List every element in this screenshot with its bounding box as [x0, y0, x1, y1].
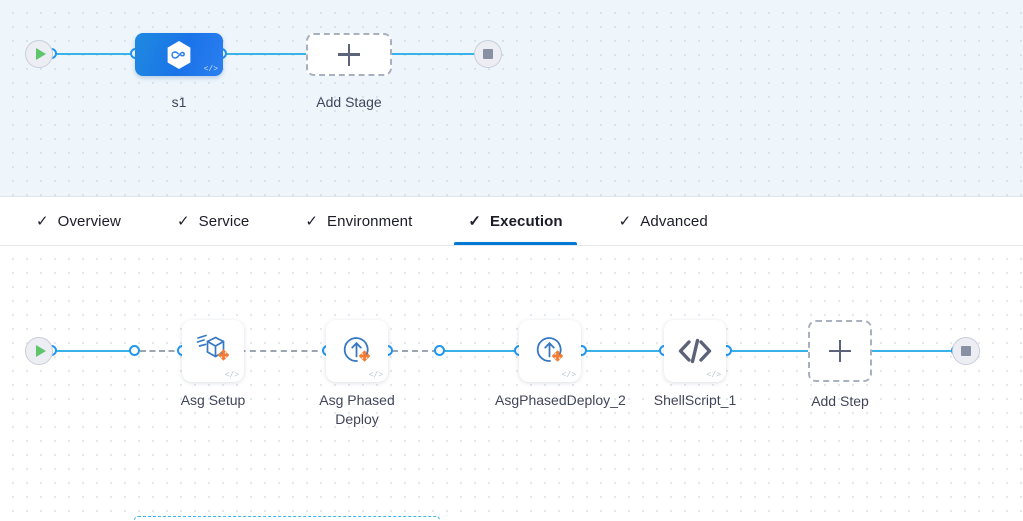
harness-hexagon-infinity-icon	[167, 40, 191, 69]
tab-environment[interactable]: ✓ Environment	[291, 197, 426, 245]
step-label-asg-setup: Asg Setup	[180, 392, 246, 408]
add-stage-label: Add Stage	[316, 94, 382, 110]
step-node-asg-setup[interactable]: </>	[182, 320, 244, 382]
add-step-button[interactable]	[808, 320, 872, 382]
step-node-asg-phased-deploy-2[interactable]: </>	[519, 320, 581, 382]
step-label-asg-phased-deploy-2: AsgPhasedDeploy_2	[495, 392, 626, 408]
port-group-out[interactable]	[434, 345, 445, 356]
execution-end-node[interactable]	[952, 337, 980, 365]
asg-phased-deploy-icon	[536, 337, 564, 362]
execution-start-node[interactable]	[25, 337, 53, 365]
stage-node-s1[interactable]: </>	[135, 33, 223, 76]
edge-group-in-to-step1	[140, 350, 184, 352]
pipeline-end-node[interactable]	[474, 40, 502, 68]
code-brackets-icon	[678, 338, 712, 364]
tab-execution[interactable]: ✓ Execution	[454, 197, 577, 245]
check-icon: ✓	[36, 212, 49, 230]
step-group-canary-deployment[interactable]: Canary Deployment	[134, 516, 440, 521]
step-code-badge: </>	[561, 371, 576, 380]
stage-tab-bar[interactable]: ✓ Overview ✓ Service ✓ Environment ✓ Exe…	[0, 196, 1023, 246]
tab-advanced[interactable]: ✓ Advanced	[605, 197, 722, 245]
stage-label: s1	[171, 94, 187, 110]
edge-step1-to-step2	[188, 350, 328, 352]
check-icon: ✓	[305, 212, 319, 230]
edge-add-to-end	[390, 53, 484, 55]
edge-stage-to-add	[216, 53, 308, 55]
stage-code-badge: </>	[203, 65, 218, 74]
stop-icon	[483, 49, 493, 59]
pipeline-start-node[interactable]	[25, 40, 53, 68]
tab-label: Overview	[57, 212, 121, 230]
edge-step3-to-step4	[586, 350, 668, 352]
play-icon	[35, 48, 46, 60]
tab-service[interactable]: ✓ Service	[163, 197, 263, 245]
edge-start-to-stage	[50, 53, 142, 55]
edge-start-to-group	[50, 350, 138, 352]
execution-canvas[interactable]: Canary Deployment	[0, 246, 1023, 521]
add-step-label: Add Step	[811, 393, 869, 409]
check-icon: ✓	[468, 212, 482, 230]
step-code-badge: </>	[706, 371, 721, 380]
step-node-asg-phased-deploy[interactable]: </>	[326, 320, 388, 382]
play-icon	[35, 345, 46, 357]
stop-icon	[961, 346, 971, 356]
tab-label: Execution	[490, 212, 563, 230]
asg-setup-box-icon	[196, 334, 230, 361]
add-stage-button[interactable]	[306, 33, 392, 76]
edge-add-to-end	[872, 350, 962, 352]
tab-overview[interactable]: ✓ Overview	[22, 197, 135, 245]
tab-label: Advanced	[640, 212, 708, 230]
step-node-shellscript-1[interactable]: </>	[664, 320, 726, 382]
step-code-badge: </>	[224, 371, 239, 380]
step-label-shellscript-1: ShellScript_1	[653, 392, 737, 408]
edge-group-to-step3	[440, 350, 524, 352]
plus-icon	[829, 340, 851, 362]
stage-canvas[interactable]: </> s1 Add Stage	[0, 0, 1023, 196]
step-label-asg-phased-deploy: Asg Phased Deploy	[319, 392, 395, 427]
port-group-in[interactable]	[129, 345, 140, 356]
plus-icon	[338, 43, 360, 66]
check-icon: ✓	[618, 212, 632, 230]
tab-label: Service	[198, 212, 250, 230]
asg-phased-deploy-icon	[343, 337, 371, 362]
edge-step4-to-add	[730, 350, 810, 352]
check-icon: ✓	[176, 212, 190, 230]
step-code-badge: </>	[368, 371, 383, 380]
tab-label: Environment	[327, 212, 413, 230]
